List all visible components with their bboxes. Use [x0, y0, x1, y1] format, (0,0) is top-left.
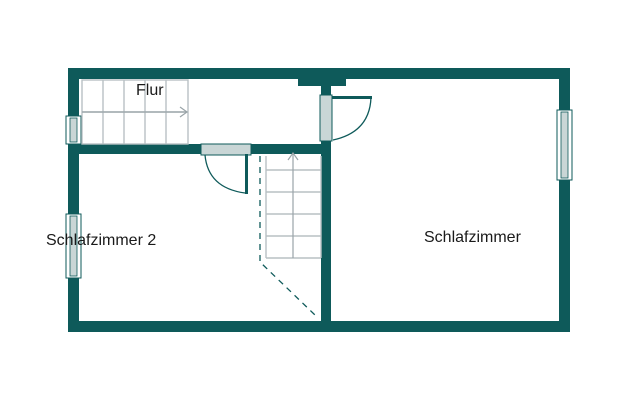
door-icon	[319, 94, 372, 142]
room-label-schlafzimmer-2: Schlafzimmer 2	[46, 232, 156, 249]
wall-left	[68, 68, 79, 332]
wall-hall-bottom	[68, 144, 330, 154]
staircase-icon	[259, 151, 322, 316]
wall-right	[559, 68, 570, 332]
window-icon	[65, 213, 82, 279]
wall-center-vertical	[321, 86, 331, 332]
wall-top-left	[68, 68, 298, 79]
room-label-flur: Flur	[136, 82, 164, 99]
door-icon	[200, 143, 252, 194]
wall-bottom	[68, 321, 570, 332]
outer-walls	[68, 68, 570, 332]
room-label-schlafzimmer: Schlafzimmer	[424, 229, 522, 246]
window-icon	[65, 115, 82, 145]
staircase-icon	[81, 79, 189, 145]
wall-top-mid	[298, 68, 346, 86]
window-icon	[556, 109, 573, 181]
wall-top-right	[346, 68, 570, 79]
